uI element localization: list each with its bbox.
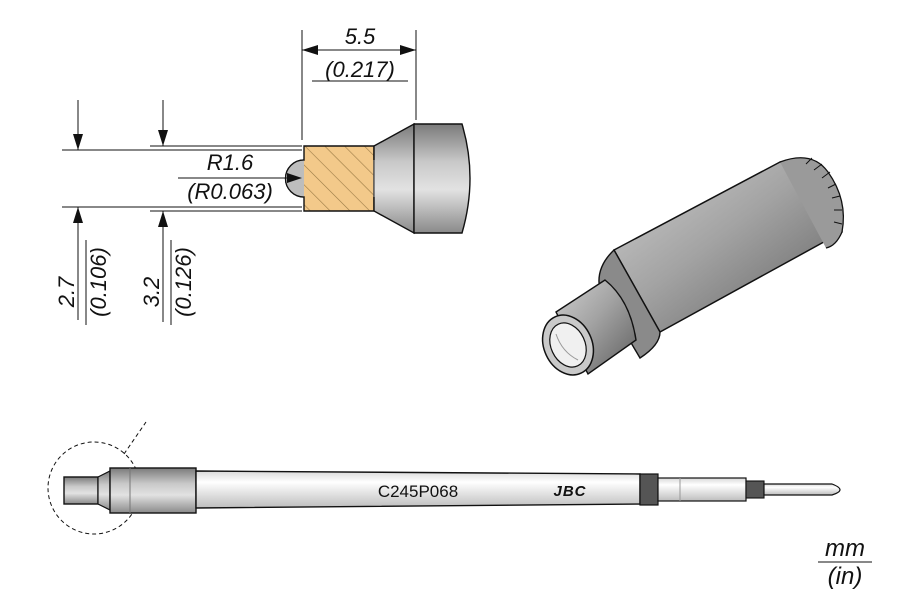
inner-diameter-value: 2.7 <box>54 276 79 308</box>
dimension-inner-diameter: 2.7 (0.106) <box>54 100 302 325</box>
inner-diameter-inch: (0.106) <box>86 247 111 317</box>
tip-full-view: C245P068 JBC <box>47 421 841 535</box>
brand-logo: JBC <box>553 483 586 500</box>
tip-length-value: 5.5 <box>345 24 376 49</box>
tip-section-profile <box>284 122 471 235</box>
dimension-outer-diameter: 3.2 (0.126) <box>139 100 302 325</box>
tip-3d-view <box>541 157 845 376</box>
product-code: C245P068 <box>378 482 458 501</box>
unit-primary: mm <box>825 535 865 562</box>
units-legend: mm (in) <box>818 535 872 590</box>
unit-secondary: (in) <box>828 563 863 590</box>
outer-diameter-value: 3.2 <box>139 277 164 308</box>
radius-inch: (R0.063) <box>187 179 273 204</box>
outer-diameter-inch: (0.126) <box>171 247 196 317</box>
dimension-tip-length: 5.5 (0.217) <box>301 24 417 140</box>
dimension-radius: R1.6 (R0.063) <box>178 150 302 204</box>
radius-value: R1.6 <box>207 150 254 175</box>
tip-length-inch: (0.217) <box>325 57 395 82</box>
